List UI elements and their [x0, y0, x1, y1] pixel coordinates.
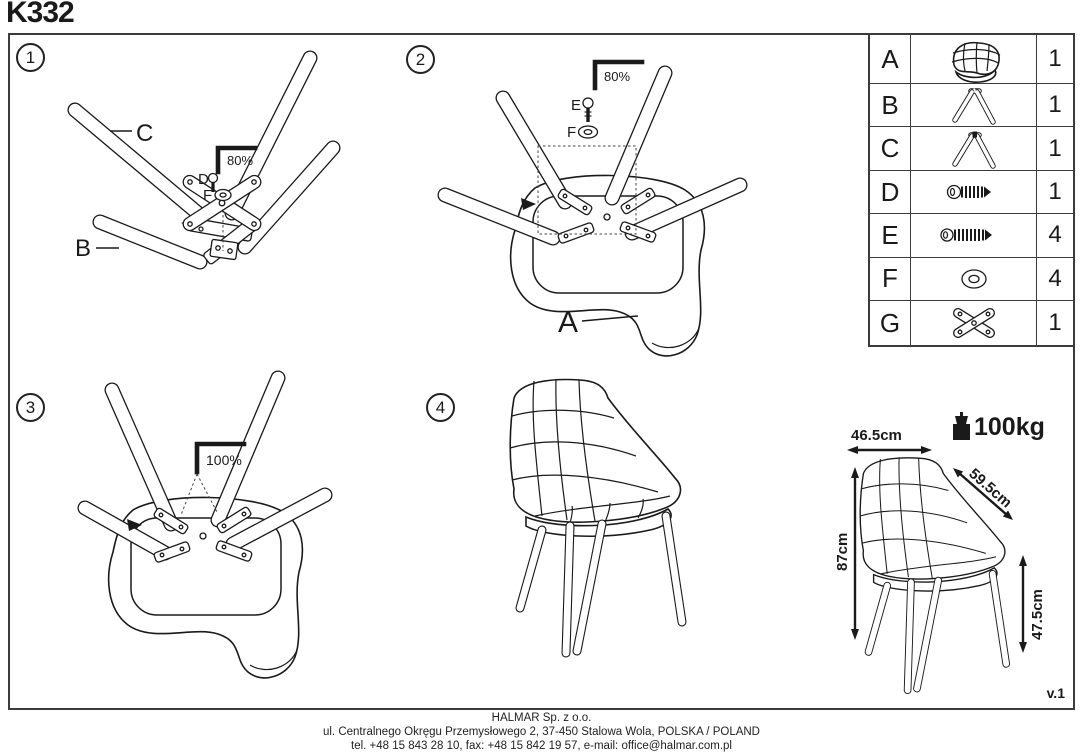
step-2-diagram: 80% E F A — [437, 59, 748, 357]
step-2-number: 2 — [406, 45, 435, 74]
legs-drawing — [77, 370, 333, 563]
max-load-badge: 100kg — [953, 412, 1045, 441]
allen-key-icon — [194, 441, 247, 475]
table-row: A 1 — [870, 35, 1073, 84]
legs-drawing — [437, 65, 748, 246]
part-letter: D — [870, 170, 911, 214]
width-dimension: 46.5cm — [847, 427, 932, 454]
footer: HALMAR Sp. z o.o. ul. Centralnego Okręgu… — [0, 711, 1083, 753]
weight-icon — [953, 412, 970, 440]
step-2-number-label: 2 — [415, 49, 426, 69]
screw-d-icon — [207, 172, 219, 192]
footer-address: ul. Centralnego Okręgu Przemysłowego 2, … — [322, 726, 760, 738]
screw-short-icon — [911, 170, 1037, 214]
step-4-number-label: 4 — [435, 397, 446, 417]
height-dimension: 87cm — [835, 467, 859, 640]
step-4-number: 4 — [426, 393, 455, 422]
max-load-label: 100kg — [974, 413, 1045, 441]
version-label: v.1 — [1046, 685, 1065, 701]
align-arrow-icon — [127, 519, 142, 531]
part-qty: 1 — [1048, 91, 1062, 119]
part-qty: 1 — [1048, 134, 1062, 162]
washer-f-icon — [577, 125, 599, 139]
step-1-number-label: 1 — [25, 47, 36, 67]
part-qty: 1 — [1048, 309, 1062, 337]
instruction-panel: 1 2 3 4 — [8, 33, 1075, 710]
part-label-d: D — [198, 171, 209, 188]
seat-height-dimension: 47.5cm — [1019, 555, 1046, 653]
step-3-diagram: 100% — [77, 370, 333, 679]
seat-height-label: 47.5cm — [1029, 589, 1046, 640]
part-letter: B — [870, 84, 911, 127]
part-letter: F — [870, 257, 911, 301]
height-label: 87cm — [835, 533, 851, 571]
part-label-e: E — [571, 97, 581, 114]
table-row: F 4 — [870, 257, 1073, 302]
part-qty: 1 — [1048, 178, 1062, 206]
step-1-diagram: 80% D F C B — [67, 50, 341, 270]
washer-icon — [911, 257, 1037, 301]
leg-frames-drawing — [67, 50, 341, 270]
part-letter: E — [870, 214, 911, 257]
tightness-label: 80% — [227, 153, 253, 168]
width-label: 46.5cm — [851, 427, 902, 444]
part-qty: 1 — [1048, 45, 1062, 72]
table-row: E 4 — [870, 214, 1073, 258]
footer-contact: tel. +48 15 843 28 10, fax: +48 15 842 1… — [351, 740, 732, 752]
table-row: B 1 — [870, 84, 1073, 128]
part-qty: 4 — [1048, 221, 1062, 249]
table-row: D 1 — [870, 170, 1073, 215]
step-1-number: 1 — [16, 43, 45, 72]
insert-guide — [537, 145, 637, 235]
part-qty: 4 — [1048, 264, 1062, 292]
part-label-f: F — [203, 187, 212, 204]
allen-key-icon — [215, 145, 258, 175]
step-3-number: 3 — [16, 393, 45, 422]
screw-e-icon — [582, 97, 594, 122]
seat-shell-icon — [911, 35, 1037, 83]
align-arrow-icon — [521, 198, 536, 210]
depth-label: 59.5cm — [965, 465, 1015, 511]
dimension-chair-drawing — [859, 457, 1011, 695]
part-letter: G — [870, 301, 911, 346]
dimensions-diagram: 46.5cm 100kg 87cm 59.5cm 47.5cm — [835, 412, 1046, 695]
part-letter: C — [870, 127, 911, 170]
part-label-f: F — [567, 124, 576, 141]
cross-bracket-icon — [911, 301, 1037, 346]
part-letter: A — [870, 35, 911, 83]
leg-frame-icon — [911, 84, 1037, 127]
assembled-chair-drawing — [509, 378, 687, 658]
tightness-label: 100% — [206, 452, 242, 468]
tightness-label: 80% — [604, 69, 630, 84]
parts-table: A 1 B 1 — [868, 35, 1073, 347]
cross-bracket-drawing — [182, 174, 262, 232]
table-row: C 1 — [870, 127, 1073, 171]
washer-f-icon — [214, 188, 232, 202]
table-row: G 1 — [870, 301, 1073, 346]
part-label-b: B — [75, 235, 91, 262]
part-label-a: A — [558, 306, 578, 339]
part-label-c: C — [136, 120, 153, 147]
step-4-diagram — [509, 378, 687, 658]
step-3-number-label: 3 — [25, 397, 36, 417]
leg-frame-marked-icon — [911, 127, 1037, 170]
footer-company: HALMAR Sp. z o.o. — [491, 712, 592, 724]
page-title: K332 — [6, 0, 75, 29]
allen-key-icon — [592, 59, 645, 91]
screw-long-icon — [911, 214, 1037, 257]
